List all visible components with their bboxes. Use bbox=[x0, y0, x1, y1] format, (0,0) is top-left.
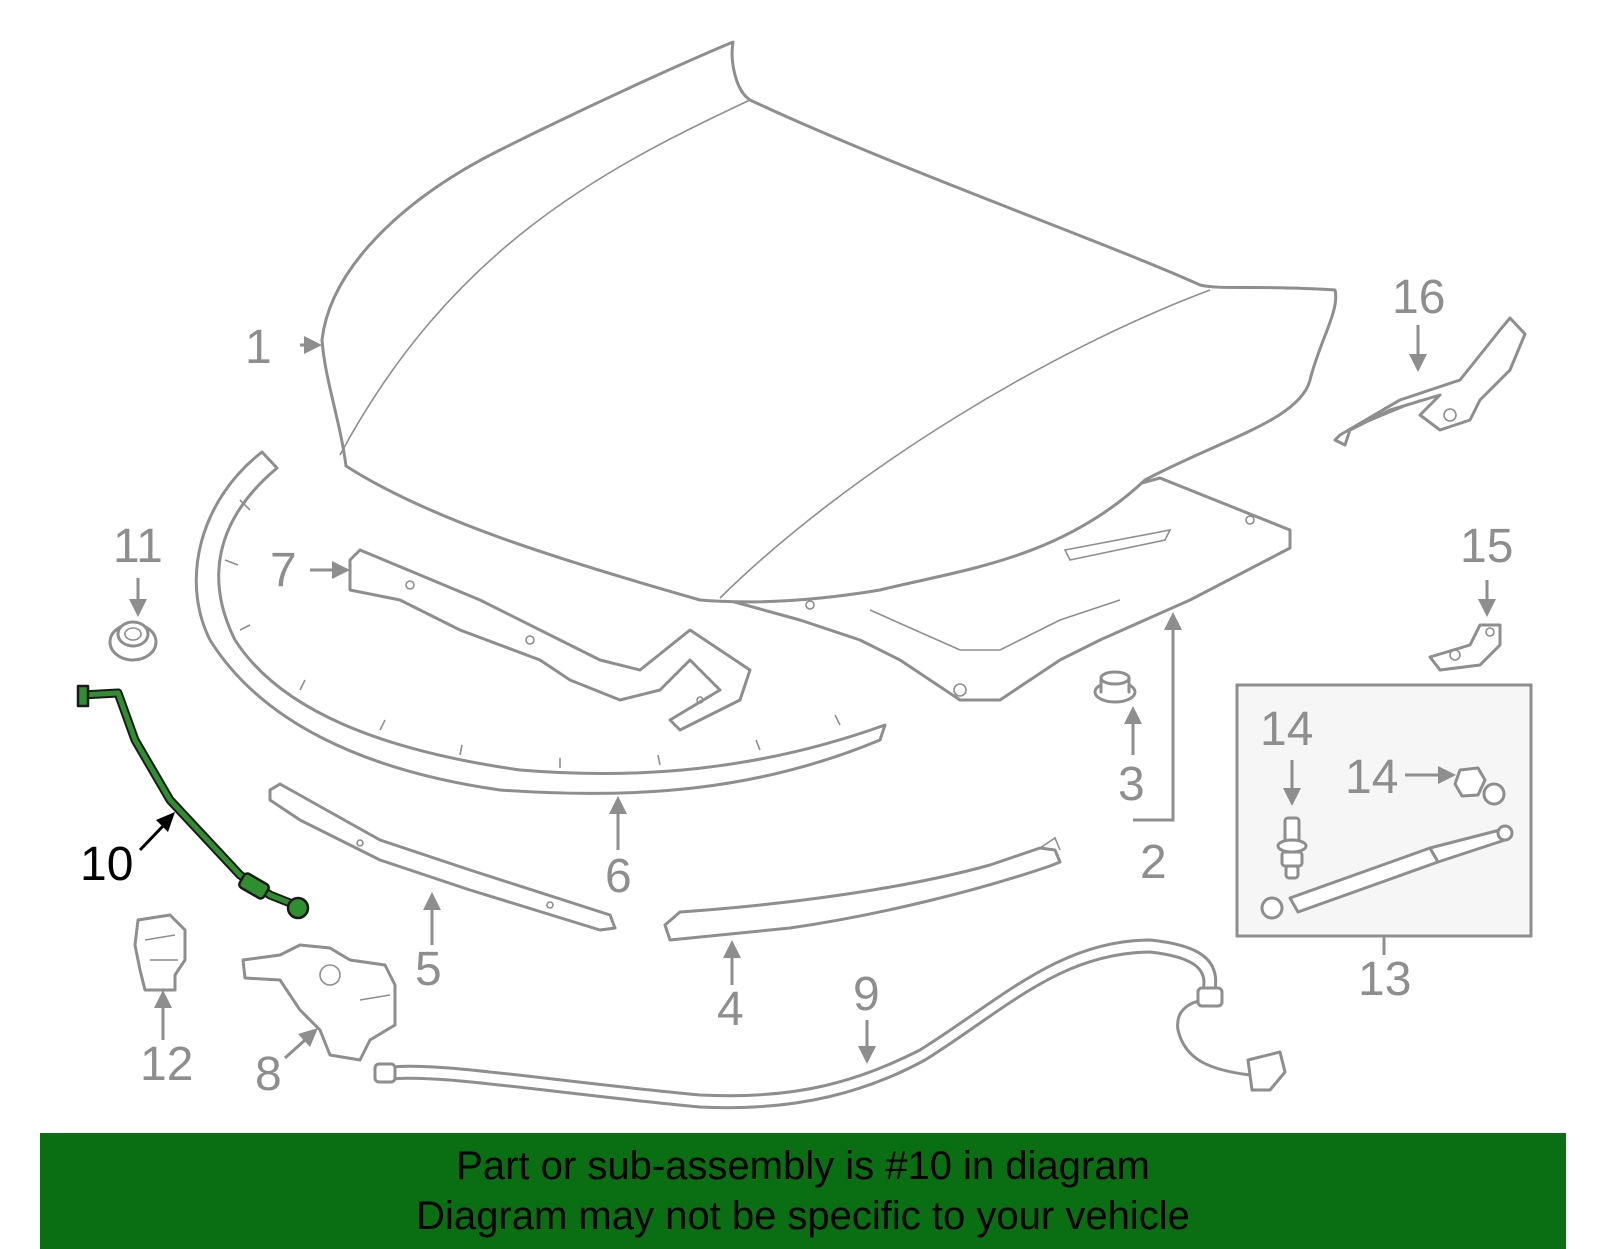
part-14-bolt-a bbox=[1276, 816, 1308, 880]
part-11-clip bbox=[108, 620, 158, 662]
callout-11: 11 bbox=[113, 520, 163, 573]
leader-lines bbox=[129, 325, 1496, 1064]
callout-14b: 14 bbox=[1345, 751, 1398, 804]
part-3-grommet bbox=[1093, 670, 1137, 704]
callout-labels: 1 16 7 11 15 3 2 6 14 14 10 5 4 9 13 12 … bbox=[80, 271, 1513, 1101]
callout-7: 7 bbox=[270, 544, 297, 597]
part-10-cable-highlighted bbox=[76, 684, 310, 920]
part-6-seal bbox=[194, 450, 887, 795]
banner-line-2: Diagram may not be specific to your vehi… bbox=[416, 1194, 1190, 1238]
part-1-hood bbox=[320, 40, 1338, 604]
callout-1: 1 bbox=[245, 321, 272, 374]
part-7-bracket bbox=[348, 548, 752, 732]
part-13-strut bbox=[1260, 824, 1514, 920]
banner-line-1: Part or sub-assembly is #10 in diagram bbox=[456, 1144, 1150, 1188]
callout-15: 15 bbox=[1460, 520, 1513, 573]
part-16-hinge bbox=[1333, 316, 1527, 447]
part-5-strip bbox=[268, 782, 617, 932]
info-banner: Part or sub-assembly is #10 in diagram D… bbox=[40, 1133, 1566, 1249]
part-15-bracket bbox=[1428, 623, 1502, 672]
part-14-bolt-b bbox=[1453, 766, 1506, 806]
callout-16: 16 bbox=[1392, 271, 1445, 324]
callout-2: 2 bbox=[1140, 836, 1167, 889]
support-kit-box bbox=[1235, 683, 1533, 938]
callout-9: 9 bbox=[853, 968, 880, 1021]
callout-12: 12 bbox=[140, 1038, 193, 1091]
part-8-latch bbox=[241, 943, 397, 1062]
callout-10: 10 bbox=[80, 838, 133, 891]
part-9-cable bbox=[373, 938, 1287, 1110]
callout-14a: 14 bbox=[1260, 703, 1313, 756]
callout-13: 13 bbox=[1358, 953, 1411, 1006]
callout-5: 5 bbox=[415, 943, 442, 996]
callout-8: 8 bbox=[255, 1048, 282, 1101]
part-12-switch bbox=[133, 913, 187, 992]
callout-4: 4 bbox=[717, 983, 744, 1036]
part-4-strip bbox=[663, 836, 1062, 942]
callout-6: 6 bbox=[605, 850, 632, 903]
part-2-hood-insulator bbox=[718, 476, 1292, 702]
callout-3: 3 bbox=[1118, 758, 1145, 811]
